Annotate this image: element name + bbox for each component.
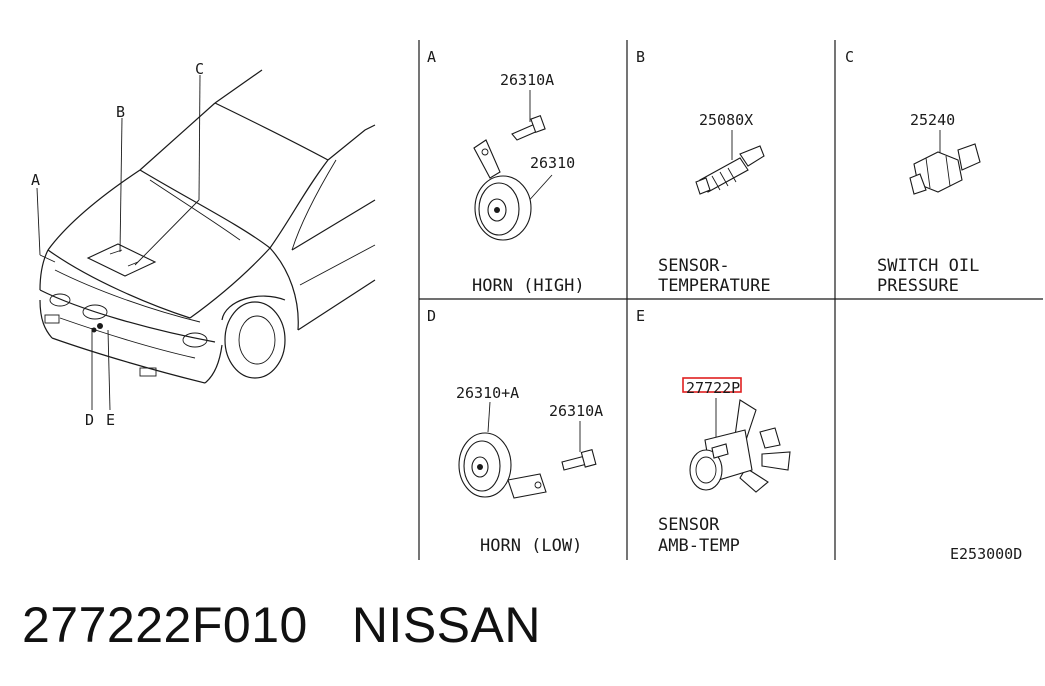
car-overview-drawing: A B C D E — [31, 60, 376, 429]
horn-low-drawing — [458, 432, 597, 499]
panel-c-letter: C — [845, 48, 854, 66]
part-caption: 277222F010 NISSAN — [22, 596, 541, 654]
diagram-code: E253000D — [950, 545, 1022, 563]
panel-b-part-number: 25080X — [699, 111, 753, 129]
ambient-sensor-drawing — [689, 399, 791, 493]
panel-a-caption: HORN (HIGH) — [472, 276, 585, 296]
panel-b: B 25080X SENSOR- TEMPERATURE — [636, 48, 771, 296]
panel-e-caption-line2: AMB-TEMP — [658, 536, 740, 556]
panel-b-caption-line2: TEMPERATURE — [658, 276, 771, 296]
panel-grid — [418, 40, 1043, 560]
panel-e-part-number: 27722P — [686, 379, 740, 397]
callout-d: D — [85, 411, 94, 429]
callout-c: C — [195, 60, 204, 78]
panel-a-letter: A — [427, 48, 436, 66]
panel-d-caption: HORN (LOW) — [480, 536, 582, 556]
part-number: 277222F010 — [22, 597, 308, 653]
panel-c-caption-line1: SWITCH OIL — [877, 256, 979, 276]
callout-b: B — [116, 103, 125, 121]
panel-c-part-number: 25240 — [910, 111, 955, 129]
panel-c-caption-line2: PRESSURE — [877, 276, 959, 296]
panel-b-caption-line1: SENSOR- — [658, 256, 730, 276]
panel-e-letter: E — [636, 307, 645, 325]
panel-a-horn-number: 26310 — [530, 154, 575, 172]
panel-d-letter: D — [427, 307, 436, 325]
panel-e: E 27722P SENSOR AMB-TEMP — [636, 307, 791, 556]
temperature-sensor-drawing — [695, 145, 765, 195]
panel-a: A 26310A 26310 HORN (HIGH) — [427, 48, 585, 296]
panel-d: D 26310+A 26310A HORN (LOW) — [427, 307, 603, 556]
oil-pressure-switch-drawing — [909, 143, 981, 195]
panel-d-horn-number: 26310+A — [456, 384, 519, 402]
panel-c: C 25240 SWITCH OIL PRESSURE — [845, 48, 981, 296]
brand-name: NISSAN — [351, 597, 541, 653]
horn-high-drawing — [473, 115, 546, 241]
part-number-highlight — [682, 377, 742, 393]
callout-e: E — [106, 411, 115, 429]
panel-d-bolt-number: 26310A — [549, 402, 603, 420]
callout-a: A — [31, 171, 40, 189]
panel-a-bolt-number: 26310A — [500, 71, 554, 89]
parts-diagram: A B C D E A 26310A 26310 HORN (HIGH) B — [31, 40, 1043, 563]
panel-b-letter: B — [636, 48, 645, 66]
panel-e-caption-line1: SENSOR — [658, 515, 720, 535]
